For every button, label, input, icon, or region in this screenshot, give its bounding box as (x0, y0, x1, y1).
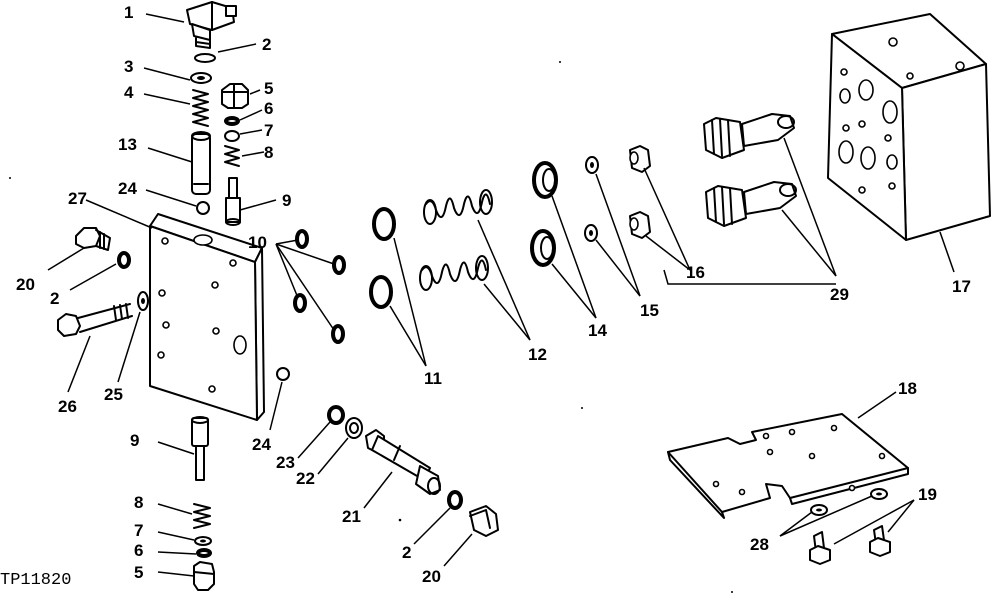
part-29-valve-spools (703, 113, 797, 227)
callout-5-upper: 5 (264, 79, 273, 98)
part-13-sleeve (191, 131, 211, 195)
part-5-plug-lower (193, 561, 215, 591)
part-7-washer-lower (194, 536, 212, 546)
callout-17: 17 (952, 277, 971, 296)
part-20-plug-left (75, 227, 111, 251)
callout-21: 21 (342, 507, 361, 526)
callout-9-upper: 9 (282, 191, 291, 210)
callout-14: 14 (588, 321, 607, 340)
callout-8-lower: 8 (134, 493, 143, 512)
callout-2-top: 2 (262, 35, 271, 54)
part-17-valve-block (827, 13, 991, 241)
part-9-plunger-upper (225, 177, 241, 226)
callout-11: 11 (424, 369, 442, 388)
callout-19: 19 (918, 485, 937, 504)
callout-20-left: 20 (16, 275, 35, 294)
callout-16: 16 (686, 263, 705, 282)
scan-specks (9, 61, 733, 593)
callout-7-lower: 7 (134, 521, 143, 540)
callout-27: 27 (68, 189, 87, 208)
part-24-ball-lower (276, 367, 290, 381)
part-26-bolt (57, 303, 133, 337)
callout-25: 25 (104, 385, 123, 404)
part-19-cap-screws (809, 525, 891, 565)
part-15-washers (584, 156, 599, 242)
part-22-washer (345, 417, 363, 439)
part-8-spring-lower (193, 503, 211, 529)
callout-5-lower: 5 (134, 563, 143, 582)
callout-10: 10 (248, 233, 267, 252)
part-18-cover-plate (667, 413, 909, 519)
part-21-spool (365, 429, 441, 495)
part-1-sender (186, 1, 237, 49)
callout-18: 18 (898, 379, 917, 398)
part-2-oring-lower (447, 490, 463, 510)
callout-3: 3 (124, 57, 133, 76)
part-5-plug-upper (221, 83, 249, 109)
callout-23: 23 (276, 453, 295, 472)
callout-2-lower: 2 (402, 543, 411, 562)
part-28-washers (810, 488, 888, 516)
part-7-washer (224, 130, 240, 142)
callout-9-lower: 9 (130, 431, 139, 450)
callout-15: 15 (640, 301, 659, 320)
callout-24-upper: 24 (118, 179, 137, 198)
part-6-oring-lower (196, 548, 212, 558)
leader-lines (47, 13, 955, 577)
callout-13: 13 (118, 135, 137, 154)
part-25-washer (137, 291, 149, 311)
callout-labels: 1 2 3 4 5 6 7 8 13 24 9 27 10 20 2 26 25… (0, 3, 971, 590)
callout-6-lower: 6 (134, 541, 143, 560)
callout-7-upper: 7 (264, 121, 273, 140)
callout-4: 4 (124, 83, 134, 102)
callout-2-left: 2 (50, 289, 59, 308)
callout-26: 26 (58, 397, 77, 416)
part-16-spacers (629, 145, 651, 239)
callout-8-upper: 8 (264, 143, 273, 162)
figure-id: TP11820 (0, 571, 71, 590)
part-10-orings (293, 229, 346, 344)
part-2-oring-left (117, 251, 131, 269)
part-3-washer (190, 72, 212, 84)
part-27-valve-housing (149, 213, 265, 421)
callout-24-lower: 24 (252, 435, 271, 454)
part-12-springs (419, 189, 493, 291)
part-4-spring (192, 89, 209, 127)
callout-20-lower: 20 (422, 567, 441, 586)
part-8-spring-upper (224, 145, 240, 167)
part-23-oring (327, 405, 345, 425)
part-20-plug-lower (469, 505, 499, 537)
callout-6-upper: 6 (264, 99, 273, 118)
part-6-oring (224, 116, 240, 126)
part-11-large-orings (369, 207, 396, 309)
callout-29: 29 (830, 285, 849, 304)
part-24-ball-upper (196, 201, 210, 215)
callout-1: 1 (124, 3, 133, 22)
part-9-plunger-lower (191, 416, 209, 481)
callout-22: 22 (296, 469, 315, 488)
callout-28: 28 (750, 535, 769, 554)
part-2-oring-top (194, 53, 216, 63)
callout-12: 12 (528, 345, 547, 364)
part-14-cup-washers (530, 161, 558, 267)
